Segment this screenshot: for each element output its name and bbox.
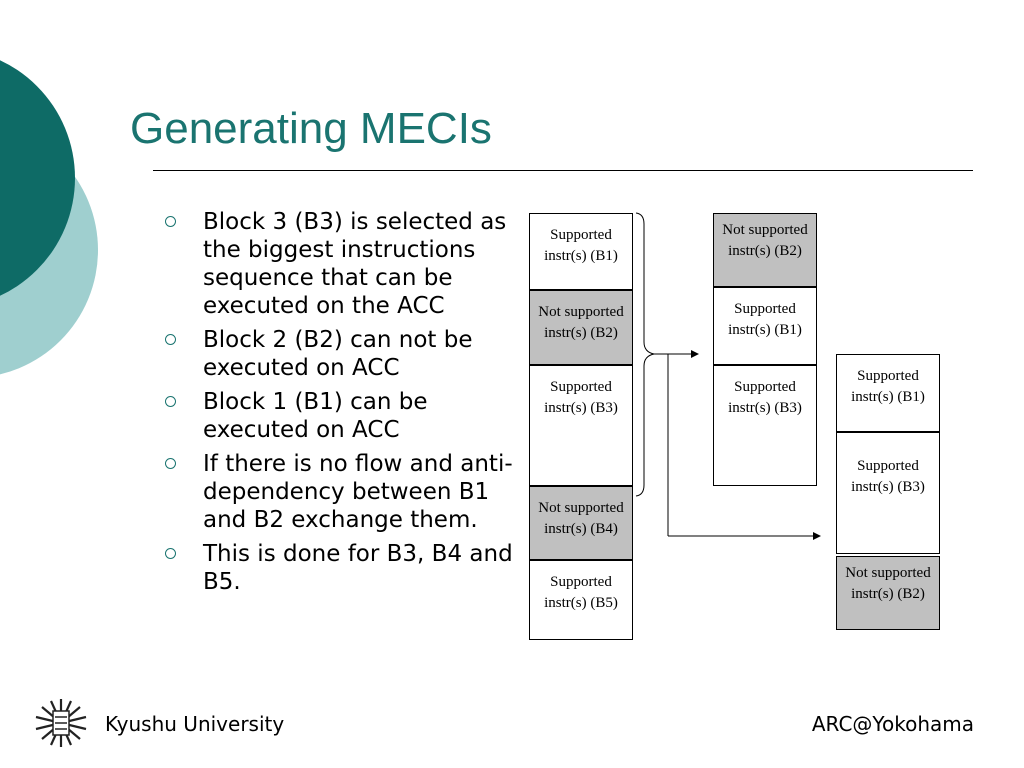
- diagram-col2-block-b2: Not supported instr(s) (B2): [713, 213, 817, 287]
- diagram-col1-block-b1: Supported instr(s) (B1): [529, 213, 633, 290]
- diagram-col3-block-b1: Supported instr(s) (B1): [836, 354, 940, 432]
- bullet-text: This is done for B3, B4 and B5.: [203, 541, 513, 595]
- diagram-col3-block-b3: Supported instr(s) (B3): [836, 432, 940, 554]
- hollow-circle-bullet-icon: [165, 216, 176, 227]
- hollow-circle-bullet-icon: [165, 334, 176, 345]
- grouping-brace: [635, 212, 655, 497]
- footer-event: ARC@Yokohama: [811, 712, 974, 736]
- diagram-col1-block-b3: Supported instr(s) (B3): [529, 365, 633, 486]
- hollow-circle-bullet-icon: [165, 548, 176, 559]
- bullet-list: Block 3 (B3) is selected as the biggest …: [165, 208, 515, 602]
- bullet-text: Block 3 (B3) is selected as the biggest …: [203, 209, 507, 319]
- diagram-col1-block-b2: Not supported instr(s) (B2): [529, 290, 633, 365]
- bullet-item: If there is no flow and anti-dependency …: [165, 450, 515, 534]
- dark-teal-circle: [0, 60, 75, 296]
- diagram-col2-block-b3: Supported instr(s) (B3): [713, 365, 817, 486]
- footer-institution: Kyushu University: [105, 712, 285, 736]
- bullet-item: Block 1 (B1) can be executed on ACC: [165, 388, 515, 444]
- bullet-item: Block 3 (B3) is selected as the biggest …: [165, 208, 515, 320]
- bullet-text: Block 1 (B1) can be executed on ACC: [203, 389, 428, 443]
- diagram-col1-block-b5: Supported instr(s) (B5): [529, 560, 633, 640]
- title-divider: [153, 170, 973, 171]
- diagram-col3-block-b2: Not supported instr(s) (B2): [836, 556, 940, 630]
- diagram-col1-block-b4: Not supported instr(s) (B4): [529, 486, 633, 560]
- kyushu-university-logo-icon: [35, 699, 87, 747]
- hollow-circle-bullet-icon: [165, 458, 176, 469]
- diagram-col2-block-b1: Supported instr(s) (B1): [713, 287, 817, 365]
- decorative-circles: [0, 60, 98, 375]
- slide-title: Generating MECIs: [130, 104, 492, 153]
- bullet-item: Block 2 (B2) can not be executed on ACC: [165, 326, 515, 382]
- bullet-item: This is done for B3, B4 and B5.: [165, 540, 515, 596]
- hollow-circle-bullet-icon: [165, 396, 176, 407]
- bullet-text: Block 2 (B2) can not be executed on ACC: [203, 327, 473, 381]
- bullet-text: If there is no flow and anti-dependency …: [203, 451, 513, 533]
